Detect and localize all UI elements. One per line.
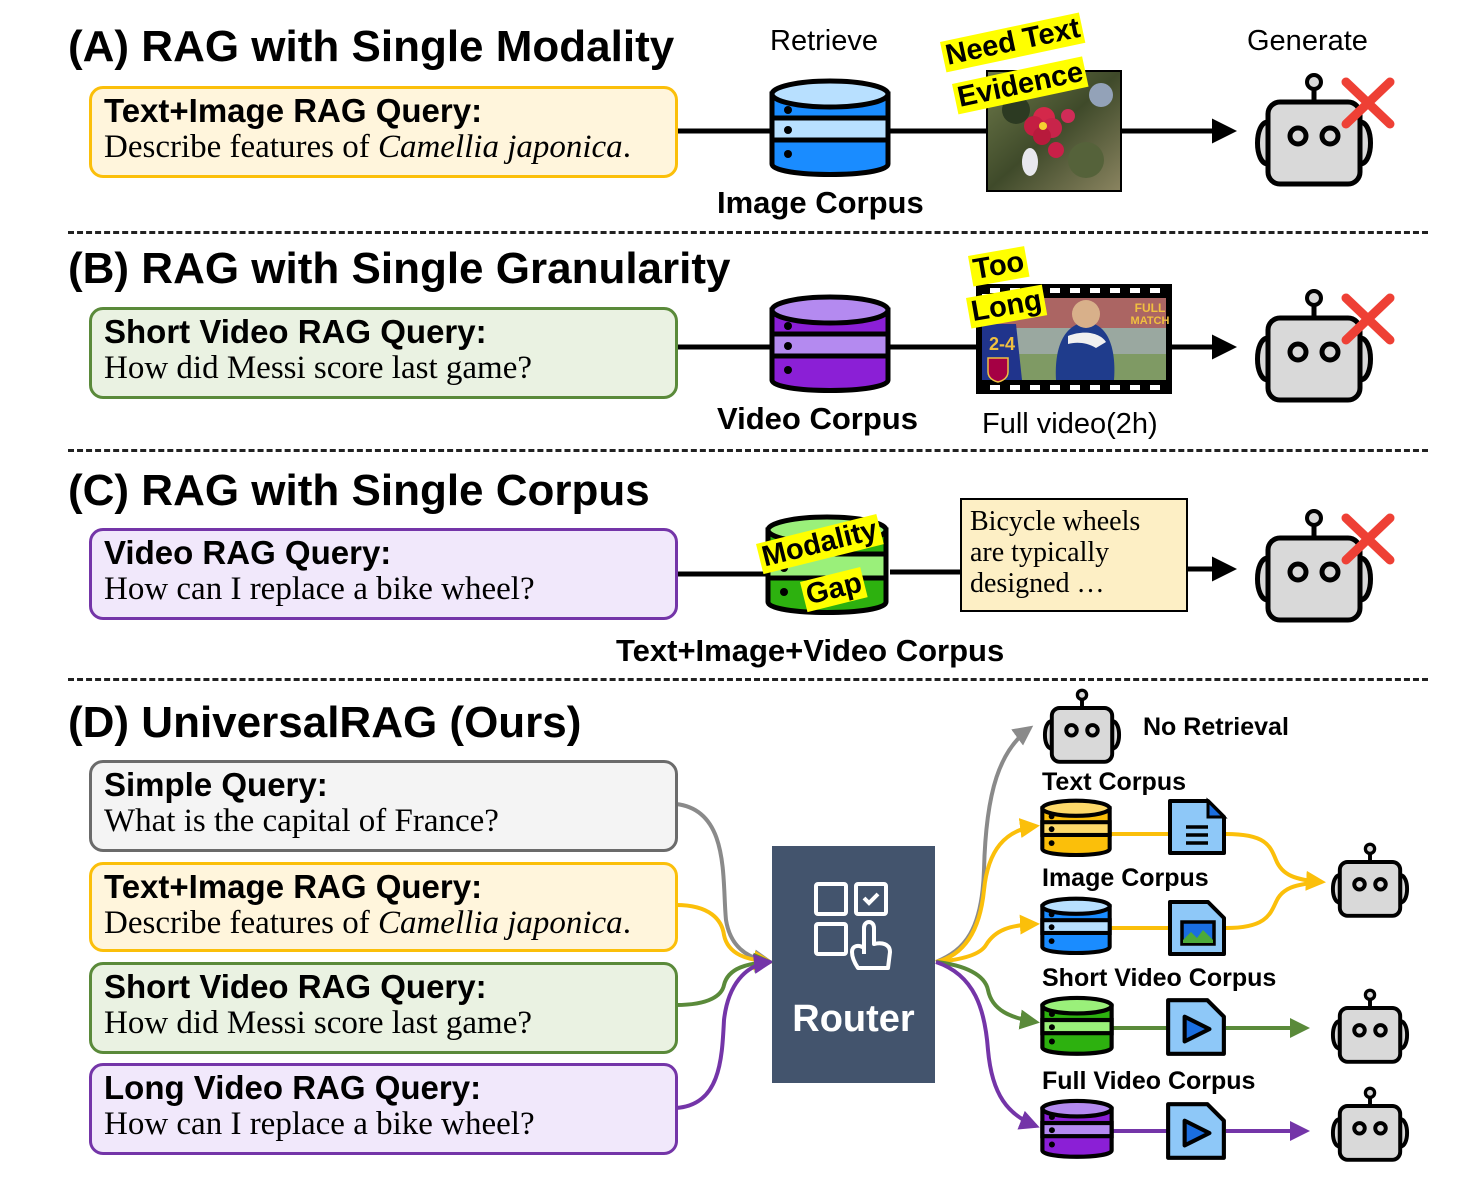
- query-title: Short Video RAG Query:: [104, 313, 487, 350]
- image-doc-to-robot: [1225, 880, 1323, 930]
- query-title: Text+Image RAG Query:: [104, 92, 483, 129]
- section-c-query-box: Video RAG Query: How can I replace a bik…: [89, 528, 678, 620]
- robot-icon-text-image: [1330, 842, 1410, 918]
- router-block: Router: [772, 846, 935, 1083]
- query-box-simple: Simple Query: What is the capital of Fra…: [89, 760, 678, 852]
- section-c-title: (C) RAG with Single Corpus: [68, 466, 650, 515]
- image-corpus-route-label: Image Corpus: [1042, 864, 1209, 892]
- route-out-text: [935, 818, 1040, 964]
- section-a-query-box: Text+Image RAG Query: Describe features …: [89, 86, 678, 178]
- thumb-score-text: 2-4: [989, 334, 1015, 354]
- text-doc-to-robot: [1225, 832, 1326, 891]
- database-icon-image: [769, 78, 891, 177]
- robot-icon-full-video: [1330, 1086, 1410, 1162]
- query-body: Describe features of Camellia japonica.: [104, 129, 631, 165]
- database-icon-text: [1040, 798, 1112, 858]
- route-in-text-image: [675, 903, 774, 971]
- retrieve-label: Retrieve: [770, 25, 878, 57]
- query-body: What is the capital of France?: [104, 803, 499, 839]
- database-icon-full-video: [1040, 1098, 1114, 1159]
- route-out-image: [935, 914, 1040, 964]
- router-label: Router: [792, 998, 915, 1040]
- query-title: Video RAG Query:: [104, 534, 392, 571]
- router-select-icon: [814, 882, 892, 970]
- divider-cd: [68, 678, 1428, 681]
- generate-label: Generate: [1247, 25, 1368, 57]
- section-b-query-box: Short Video RAG Query: How did Messi sco…: [89, 307, 678, 399]
- database-icon-short-video: [1040, 995, 1114, 1056]
- query-box-long-video: Long Video RAG Query: How can I replace …: [89, 1063, 678, 1155]
- query-box-short-video: Short Video RAG Query: How did Messi sco…: [89, 962, 678, 1054]
- no-retrieval-label: No Retrieval: [1143, 713, 1289, 741]
- thumb-match-text: MATCH: [1131, 315, 1170, 327]
- route-in-simple: [675, 802, 774, 970]
- image-document-icon: [1168, 900, 1226, 956]
- divider-bc: [68, 449, 1428, 452]
- section-d-title: (D) UniversalRAG (Ours): [68, 698, 582, 747]
- query-body: Describe features of Camellia japonica.: [104, 905, 631, 941]
- query-body: How can I replace a bike wheel?: [104, 571, 535, 607]
- query-title: Simple Query:: [104, 766, 328, 803]
- database-icon-image-small: [1040, 896, 1112, 956]
- query-body: How did Messi score last game?: [104, 1005, 532, 1041]
- route-in-short-video: [675, 952, 774, 1007]
- section-a-title: (A) RAG with Single Modality: [68, 22, 675, 71]
- short-video-document-icon: [1166, 998, 1226, 1056]
- text-evidence-box: Bicycle wheels are typically designed …: [960, 498, 1188, 612]
- divider-ab: [68, 231, 1428, 234]
- query-body: How did Messi score last game?: [104, 350, 532, 386]
- query-box-text-image: Text+Image RAG Query: Describe features …: [89, 862, 678, 952]
- query-title: Long Video RAG Query:: [104, 1069, 482, 1106]
- full-video-label: Full video(2h): [982, 408, 1158, 440]
- database-icon-video: [769, 294, 891, 393]
- image-corpus-label: Image Corpus: [717, 185, 924, 220]
- short-video-corpus-label: Short Video Corpus: [1042, 964, 1277, 992]
- section-b-title: (B) RAG with Single Granularity: [68, 244, 731, 293]
- fail-x-icon-a: [1341, 77, 1395, 129]
- fail-x-icon-b: [1341, 293, 1395, 345]
- text-corpus-label: Text Corpus: [1042, 768, 1186, 796]
- query-body: How can I replace a bike wheel?: [104, 1106, 535, 1142]
- query-title: Short Video RAG Query:: [104, 968, 487, 1005]
- fail-x-icon-c: [1341, 513, 1395, 565]
- robot-icon-no-retrieval: [1042, 688, 1122, 764]
- robot-icon-a: [1255, 73, 1373, 187]
- query-title: Text+Image RAG Query:: [104, 868, 483, 905]
- thumb-full-text: FULL: [1135, 301, 1166, 315]
- text-document-icon: [1168, 797, 1228, 855]
- route-out-full-video: [935, 960, 1040, 1130]
- mixed-corpus-label: Text+Image+Video Corpus: [616, 633, 1005, 668]
- full-match-video-thumbnail: FULL MATCH 2-4: [976, 284, 1172, 394]
- route-in-long-video: [675, 953, 774, 1110]
- route-out-short-video: [935, 960, 1040, 1030]
- video-corpus-label: Video Corpus: [717, 401, 918, 436]
- robot-icon-c: [1255, 509, 1373, 623]
- robot-icon-short-video: [1330, 988, 1410, 1064]
- full-video-document-icon: [1166, 1102, 1226, 1160]
- full-video-corpus-label: Full Video Corpus: [1042, 1067, 1256, 1095]
- robot-icon-b: [1255, 289, 1373, 403]
